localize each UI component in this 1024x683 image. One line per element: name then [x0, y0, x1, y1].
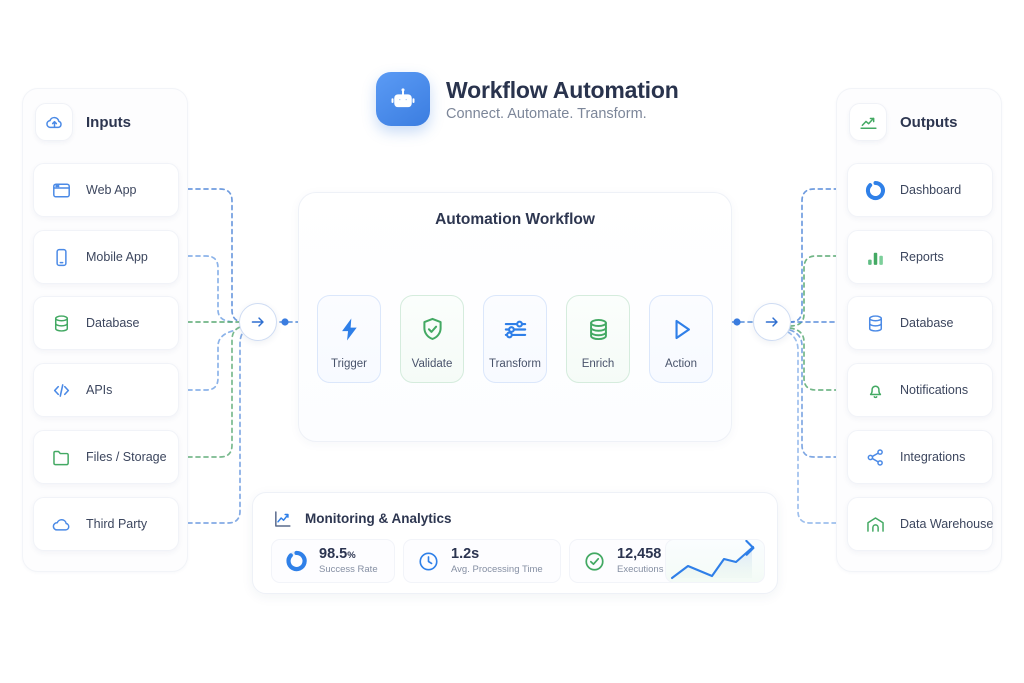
output-item-label: Notifications	[900, 383, 969, 397]
output-item-database[interactable]: Database	[847, 296, 993, 350]
input-item-label: Files / Storage	[86, 450, 167, 464]
lightning-bolt-icon	[333, 313, 365, 345]
outputs-panel-label: Outputs	[900, 113, 958, 131]
outputs-panel: Outputs Dashboard Reports	[836, 88, 1002, 572]
code-brackets-icon	[50, 379, 73, 402]
output-item-integrations[interactable]: Integrations	[847, 430, 993, 484]
metric-avg-processing-time: 1.2s Avg. Processing Time	[403, 539, 561, 583]
output-item-label: Data Warehouse	[900, 517, 994, 531]
metric-unit: %	[347, 550, 356, 562]
workflow-step-action[interactable]: Action	[649, 295, 713, 383]
output-item-label: Database	[900, 316, 954, 330]
output-item-dashboard[interactable]: Dashboard	[847, 163, 993, 217]
outputs-panel-header: Outputs	[849, 103, 958, 141]
database-icon	[582, 313, 614, 345]
metric-value: 1.2s	[451, 546, 480, 563]
metric-label: Success Rate	[319, 563, 378, 575]
workflow-step-label: Trigger	[331, 358, 367, 370]
metric-success-rate: 98.5% Success Rate	[271, 539, 395, 583]
bell-icon	[864, 379, 887, 402]
play-triangle-icon	[665, 313, 697, 345]
input-item-mobile-app[interactable]: Mobile App	[33, 230, 179, 284]
workflow-step-label: Enrich	[581, 358, 615, 370]
clock-icon	[417, 550, 440, 573]
output-item-data-warehouse[interactable]: Data Warehouse	[847, 497, 993, 551]
metric-value: 98.5	[319, 546, 348, 563]
share-nodes-icon	[864, 446, 887, 469]
line-chart-icon	[271, 507, 294, 530]
workflow-title: Automation Workflow	[435, 211, 595, 228]
automation-workflow-panel: Automation Workflow Trigger Validate	[298, 192, 732, 442]
output-item-label: Reports	[900, 250, 944, 264]
page-subtitle: Connect. Automate. Transform.	[446, 105, 647, 122]
workflow-step-transform[interactable]: Transform	[483, 295, 547, 383]
input-hub-arrow-right-icon	[239, 303, 277, 341]
workflow-step-validate[interactable]: Validate	[400, 295, 464, 383]
output-item-label: Dashboard	[900, 183, 962, 197]
cloud-upload-icon	[35, 103, 73, 141]
output-hub-arrow-right-icon	[753, 303, 791, 341]
inputs-panel: Inputs Web App Mobile App	[22, 88, 188, 572]
inputs-panel-label: Inputs	[86, 113, 131, 131]
workflow-step-enrich[interactable]: Enrich	[566, 295, 630, 383]
output-item-notifications[interactable]: Notifications	[847, 363, 993, 417]
warehouse-icon	[864, 513, 887, 536]
output-item-label: Integrations	[900, 450, 966, 464]
robot-icon	[376, 72, 430, 126]
bar-chart-icon	[864, 246, 887, 269]
mobile-phone-icon	[50, 246, 73, 269]
metric-label: Avg. Processing Time	[451, 563, 543, 575]
shield-check-icon	[416, 313, 448, 345]
database-icon	[50, 312, 73, 335]
input-item-third-party[interactable]: Third Party	[33, 497, 179, 551]
donut-chart-icon	[864, 179, 887, 202]
input-item-web-app[interactable]: Web App	[33, 163, 179, 217]
input-item-database[interactable]: Database	[33, 296, 179, 350]
monitoring-panel: Monitoring & Analytics 98.5% Success Rat…	[252, 492, 778, 594]
page-title: Workflow Automation	[446, 76, 679, 103]
sliders-icon	[499, 313, 531, 345]
output-item-reports[interactable]: Reports	[847, 230, 993, 284]
workflow-step-label: Transform	[489, 358, 541, 370]
database-icon	[864, 312, 887, 335]
input-item-apis[interactable]: APIs	[33, 363, 179, 417]
workflow-step-label: Validate	[411, 358, 453, 370]
input-item-files-storage[interactable]: Files / Storage	[33, 430, 179, 484]
trend-sparkline-icon	[665, 539, 765, 583]
monitoring-header: Monitoring & Analytics	[271, 507, 452, 530]
input-item-label: Third Party	[86, 517, 148, 531]
workflow-step-trigger[interactable]: Trigger	[317, 295, 381, 383]
browser-window-icon	[50, 179, 73, 202]
app-header: Workflow Automation Connect. Automate. T…	[376, 72, 679, 126]
inputs-panel-header: Inputs	[35, 103, 131, 141]
metric-label: Executions	[617, 563, 664, 575]
cloud-icon	[50, 513, 73, 536]
donut-progress-icon	[285, 550, 308, 573]
input-item-label: Web App	[86, 183, 137, 197]
workflow-step-label: Action	[665, 358, 697, 370]
check-circle-icon	[583, 550, 606, 573]
input-item-label: Mobile App	[86, 250, 148, 264]
input-item-label: Database	[86, 316, 140, 330]
monitoring-title: Monitoring & Analytics	[305, 511, 452, 526]
folder-icon	[50, 446, 73, 469]
metric-value: 12,458	[617, 546, 662, 563]
input-item-label: APIs	[86, 383, 113, 397]
trending-up-icon	[849, 103, 887, 141]
